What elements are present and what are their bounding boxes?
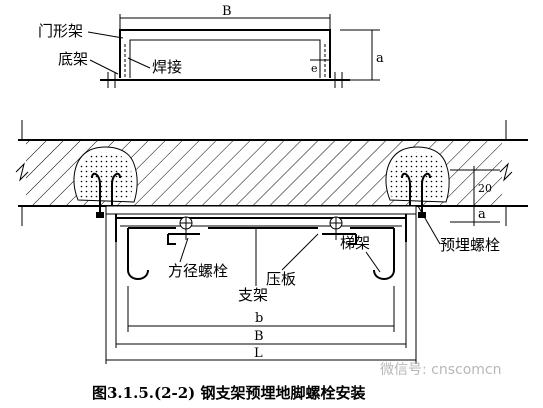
- dim-total-L: L: [254, 346, 263, 361]
- label-support: 支架: [238, 286, 268, 304]
- dim-top-B: B: [222, 4, 232, 19]
- leader-pressure-plate: [281, 233, 319, 271]
- square-bolt-left: [179, 216, 193, 240]
- ladder-tray-left-wall: [127, 228, 149, 280]
- ladder-tray-right-wall: [373, 228, 395, 280]
- pressure-plate-right: [322, 233, 357, 245]
- embedded-bolt-right-1: [401, 172, 411, 212]
- label-embedded-bolt: 预埋螺栓: [440, 236, 500, 254]
- dim-outer-B: B: [254, 329, 264, 344]
- label-base-frame: 底架: [58, 50, 88, 68]
- embedded-bolt-left-2: [111, 172, 121, 212]
- main-section: 方径螺栓 压板 梯架 支架 预埋螺栓 20 a b B L: [15, 120, 528, 364]
- label-square-bolt: 方径螺栓: [168, 262, 228, 280]
- label-pressure-plate: 压板: [266, 270, 296, 288]
- label-door-frame: 门形架: [38, 22, 83, 40]
- break-mark-right: [499, 162, 513, 182]
- square-bolt-right: [329, 216, 343, 240]
- break-mark-left: [15, 162, 29, 182]
- leader-door-frame: [87, 31, 124, 39]
- watermark: 微信号: cnscomcn: [380, 362, 502, 378]
- label-weld: 焊接: [152, 58, 182, 76]
- leader-base-frame: [89, 59, 119, 75]
- dim-top-e: e: [311, 62, 318, 75]
- leader-square-bolt: [179, 237, 189, 263]
- embedded-bolt-left-1: [91, 172, 101, 212]
- nut-right: [418, 212, 426, 218]
- door-frame-outer: [119, 29, 331, 78]
- dim-slab-20: 20: [478, 182, 492, 195]
- dim-inner-b: b: [255, 311, 263, 326]
- door-frame-detail: B a e 门形架 底架 焊接: [38, 4, 384, 88]
- support-base-plate: [105, 205, 417, 215]
- figure-caption: 图3.1.5.(2-2) 钢支架预埋地脚螺栓安装: [92, 384, 366, 402]
- leader-weld: [127, 57, 151, 69]
- leader-embedded-bolt: [417, 205, 441, 245]
- leader-ladder-frame: [365, 251, 381, 273]
- label-ladder-frame: 梯架: [340, 234, 370, 252]
- nut-left: [96, 212, 104, 218]
- pressure-plate-left: [167, 233, 200, 245]
- dim-top-a: a: [376, 51, 384, 66]
- dim-slab-a: a: [478, 207, 486, 222]
- embedded-bolt-right-2: [421, 172, 431, 212]
